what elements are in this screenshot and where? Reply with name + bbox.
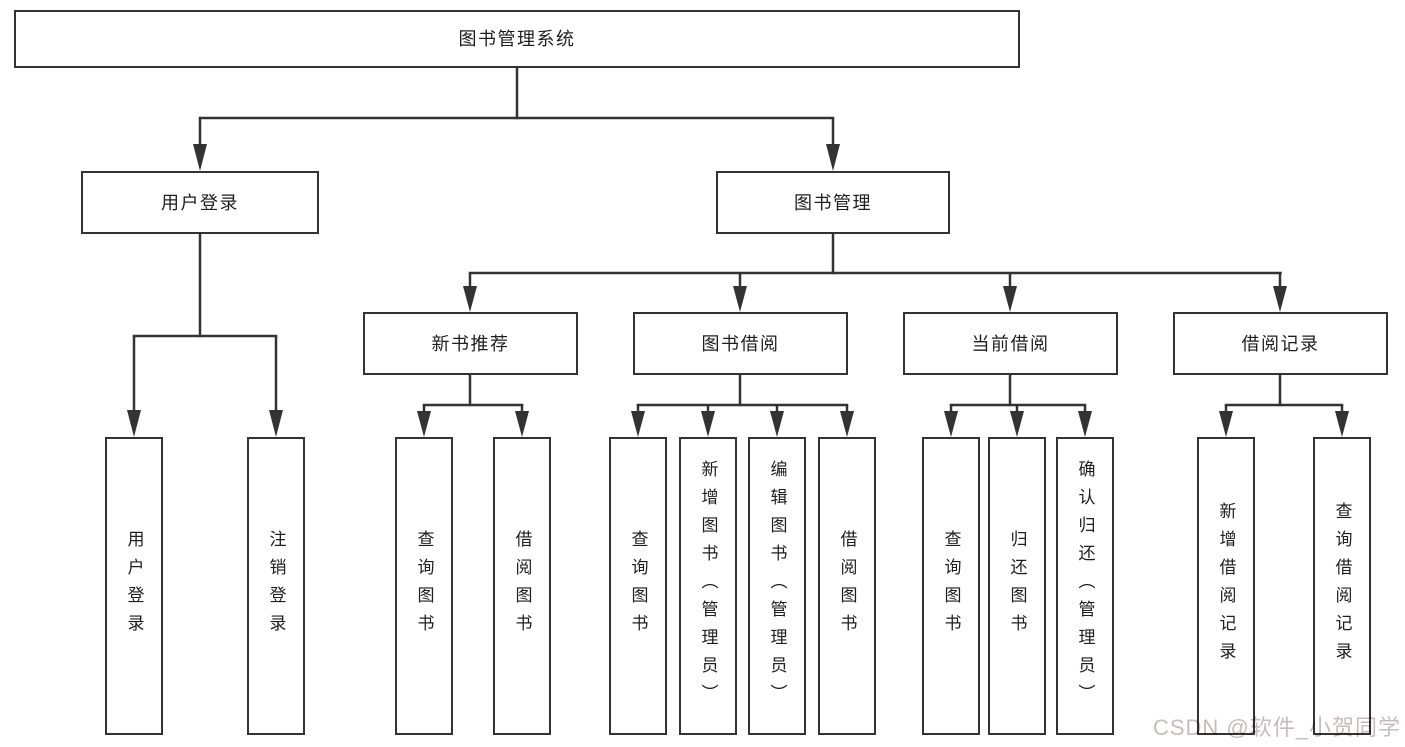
leaf-user-login: 用户登录 bbox=[105, 437, 163, 735]
leaf-current-confirm-return-admin-label: 确认归还（管理员） bbox=[1075, 460, 1095, 712]
leaf-records-query-record: 查询借阅记录 bbox=[1313, 437, 1371, 735]
leaf-borrow-add-book-admin-label: 新增图书（管理员） bbox=[698, 460, 718, 712]
node-book-management: 图书管理 bbox=[716, 171, 950, 234]
node-user-login: 用户登录 bbox=[81, 171, 319, 234]
leaf-current-confirm-return-admin: 确认归还（管理员） bbox=[1056, 437, 1114, 735]
node-new-book-recommendation: 新书推荐 bbox=[363, 312, 578, 375]
leaf-borrow-add-book-admin: 新增图书（管理员） bbox=[679, 437, 737, 735]
leaf-logout-label: 注销登录 bbox=[266, 530, 286, 642]
connectors-root bbox=[198, 68, 835, 148]
arrowheads-new-book bbox=[417, 411, 529, 437]
node-book-management-label: 图书管理 bbox=[794, 192, 872, 213]
node-borrowing-records-label: 借阅记录 bbox=[1241, 333, 1320, 354]
connectors-user-login bbox=[132, 234, 278, 414]
node-current-borrowing-label: 当前借阅 bbox=[971, 333, 1050, 354]
leaf-recommend-query-book-label: 查询图书 bbox=[414, 530, 434, 642]
leaf-recommend-borrow-book-label: 借阅图书 bbox=[512, 530, 532, 642]
leaf-records-add-record-label: 新增借阅记录 bbox=[1216, 502, 1236, 670]
leaf-borrow-edit-book-admin: 编辑图书（管理员） bbox=[748, 437, 806, 735]
arrowheads-book-management bbox=[463, 286, 1287, 312]
connectors-borrowing-records bbox=[1224, 375, 1344, 414]
leaf-current-return-book-label: 归还图书 bbox=[1007, 530, 1027, 642]
node-root-label: 图书管理系统 bbox=[458, 29, 576, 49]
leaf-borrow-edit-book-admin-label: 编辑图书（管理员） bbox=[767, 460, 787, 712]
node-root: 图书管理系统 bbox=[14, 10, 1020, 68]
leaf-current-query-book-label: 查询图书 bbox=[941, 530, 961, 642]
leaf-borrow-query-book: 查询图书 bbox=[609, 437, 667, 735]
csdn-watermark: CSDN @软件_小贺同学 bbox=[1152, 715, 1401, 740]
leaf-user-login-label: 用户登录 bbox=[124, 530, 144, 642]
node-book-borrowing-label: 图书借阅 bbox=[701, 333, 780, 354]
leaf-borrow-borrow-book-label: 借阅图书 bbox=[837, 530, 857, 642]
leaf-records-add-record: 新增借阅记录 bbox=[1197, 437, 1255, 735]
leaf-recommend-query-book: 查询图书 bbox=[395, 437, 453, 735]
leaf-borrow-query-book-label: 查询图书 bbox=[628, 530, 648, 642]
connectors-book-borrowing bbox=[636, 375, 849, 414]
node-current-borrowing: 当前借阅 bbox=[903, 312, 1118, 375]
node-borrowing-records: 借阅记录 bbox=[1173, 312, 1388, 375]
arrowheads-borrowing-records bbox=[1219, 411, 1349, 437]
leaf-current-query-book: 查询图书 bbox=[922, 437, 980, 735]
leaf-logout: 注销登录 bbox=[247, 437, 305, 735]
node-book-borrowing: 图书借阅 bbox=[633, 312, 848, 375]
leaf-current-return-book: 归还图书 bbox=[988, 437, 1046, 735]
arrowheads-book-borrowing bbox=[631, 411, 854, 437]
node-user-login-label: 用户登录 bbox=[161, 192, 239, 213]
arrowheads-root bbox=[193, 144, 840, 171]
leaf-records-query-record-label: 查询借阅记录 bbox=[1332, 502, 1352, 670]
arrowheads-user-login bbox=[127, 410, 283, 437]
leaf-recommend-borrow-book: 借阅图书 bbox=[493, 437, 551, 735]
connectors-book-management bbox=[468, 234, 1282, 290]
leaf-borrow-borrow-book: 借阅图书 bbox=[818, 437, 876, 735]
node-new-book-recommendation-label: 新书推荐 bbox=[431, 333, 510, 354]
connectors-current-borrowing bbox=[949, 375, 1087, 414]
arrowheads-current-borrowing bbox=[944, 411, 1092, 437]
connectors-new-book bbox=[422, 375, 524, 414]
